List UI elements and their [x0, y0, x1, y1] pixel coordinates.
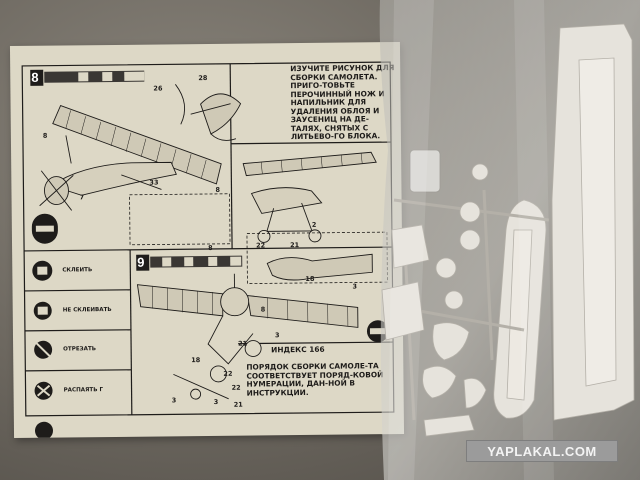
callout-22c: 22 — [231, 383, 241, 392]
wheel-part-2 — [459, 229, 481, 251]
callout-22: 22 — [256, 241, 266, 250]
step8-header — [30, 69, 145, 86]
callout-26: 26 — [153, 84, 163, 93]
legend-no-glue-label: НЕ СКЛЕИВАТЬ — [62, 307, 112, 314]
legend-solder-label: РАСПАЯТЬ Г — [63, 387, 104, 394]
step8-gear-drawing — [242, 151, 377, 243]
callout-3b: 3 — [274, 331, 280, 340]
wheel-part-3 — [435, 257, 457, 279]
canopy-part — [409, 149, 441, 193]
callout-22b: 22 — [223, 369, 233, 378]
callout-18a: 18 — [305, 274, 315, 283]
legend-cut-label: ОТРЕЗАТЬ — [63, 346, 97, 353]
callout-18b: 18 — [191, 356, 201, 365]
callout-21c: 21 — [233, 400, 243, 409]
plastic-bag-with-parts — [379, 0, 640, 480]
callout-8b: 8 — [215, 185, 221, 194]
callout-3a: 3 — [352, 282, 358, 291]
step8-drawing — [39, 84, 242, 211]
callout-3d: 3 — [213, 397, 219, 406]
small-part-b — [381, 281, 425, 341]
step9-drawing — [136, 253, 373, 400]
legend-icons — [32, 260, 53, 439]
step9-header — [136, 254, 243, 271]
instruction-sheet: 8 9 ИЗУЧИТЕ РИСУНОК ДЛЯ СБОРКИ САМОЛЕТА.… — [9, 41, 405, 439]
callout-21b: 21 — [238, 339, 248, 348]
step8-badge: 8 — [31, 69, 39, 85]
step9-badge: 9 — [137, 254, 145, 270]
callout-8d: 8 — [260, 305, 266, 314]
legend-glue-label: СКЛЕИТЬ — [62, 267, 93, 274]
callout-8c: 8 — [208, 243, 213, 252]
sheet-drawings — [21, 61, 395, 439]
callout-21: 21 — [290, 241, 300, 250]
callout-33: 33 — [149, 178, 159, 187]
watermark-logo: YAPLAKAL.COM — [466, 440, 618, 462]
stand-part — [423, 414, 475, 437]
callout-8a: 8 — [42, 131, 48, 140]
callout-28: 28 — [198, 73, 208, 83]
wheel-part-1 — [459, 201, 481, 223]
callout-3c: 3 — [171, 396, 177, 405]
index-label: ИНДЕКС 166 — [271, 344, 325, 355]
wheel-part-4 — [444, 290, 464, 310]
small-part-c — [432, 322, 470, 361]
callout-7: 7 — [79, 193, 85, 202]
small-part-a — [391, 224, 430, 269]
callout-2: 2 — [311, 220, 317, 229]
